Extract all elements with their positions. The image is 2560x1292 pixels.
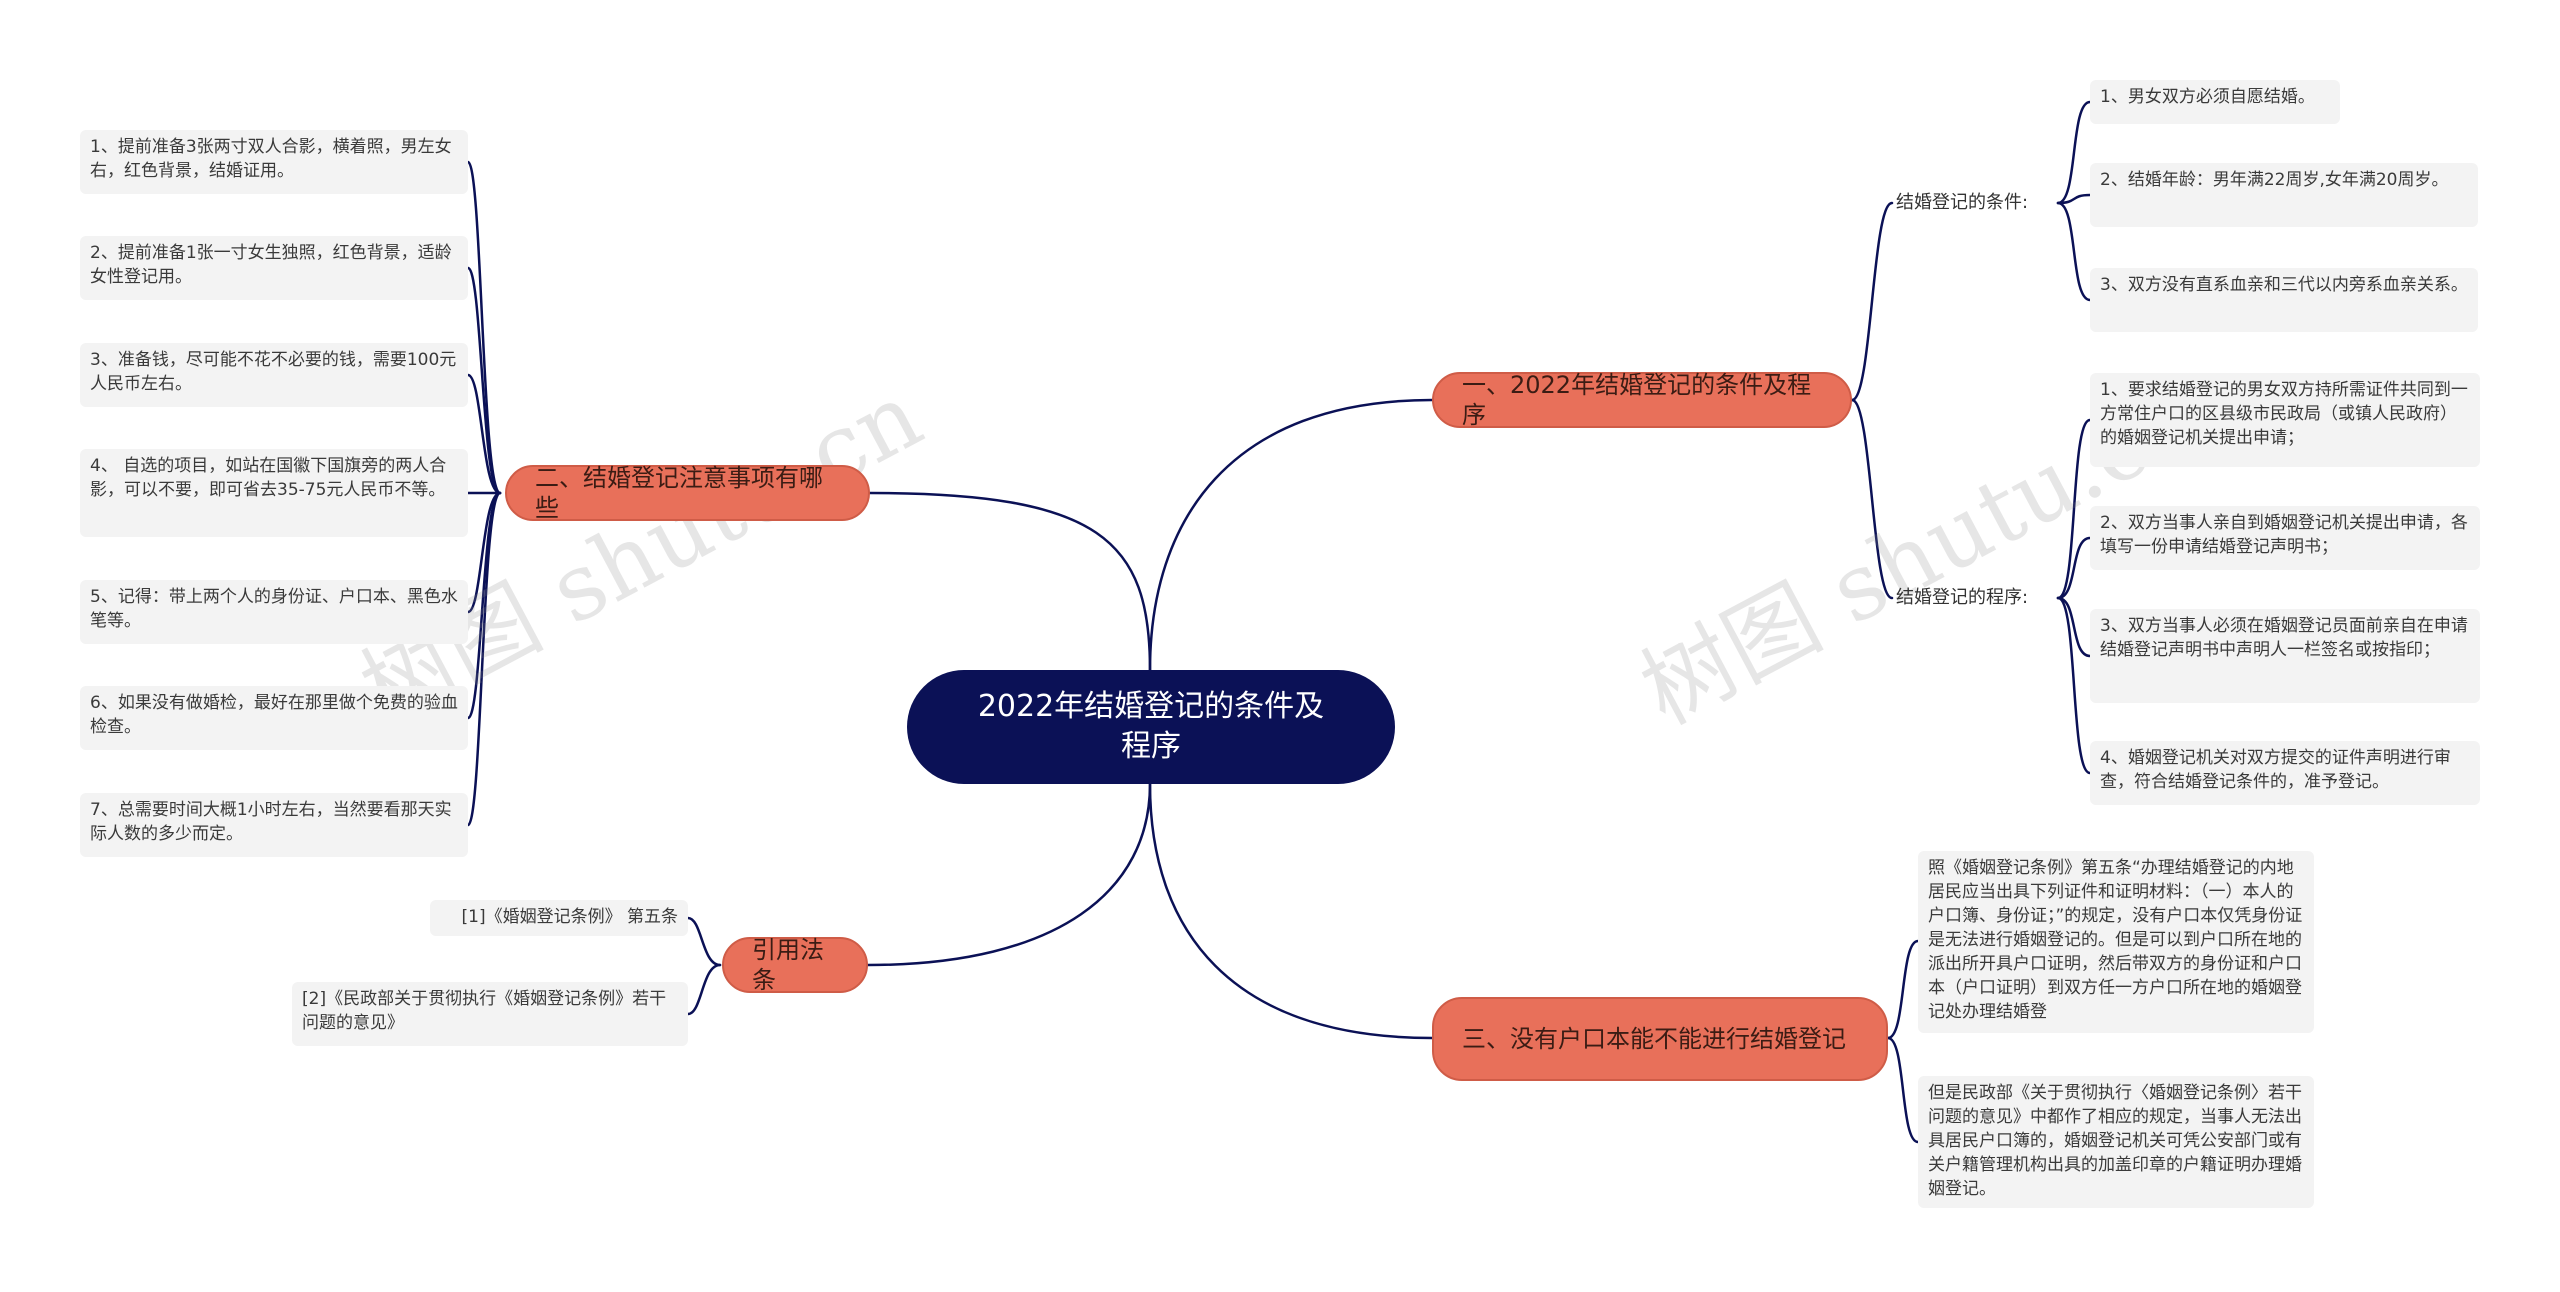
leaf-text: 2、提前准备1张一寸女生独照，红色背景，适龄女性登记用。 bbox=[90, 243, 452, 287]
link-hukou-1 bbox=[1886, 939, 1920, 1040]
branch-no-hukou[interactable]: 三、没有户口本能不能进行结婚登记 bbox=[1432, 997, 1888, 1081]
leaf-text: [2]《民政部关于贯彻执行《婚姻登记条例》若干问题的意见》 bbox=[302, 989, 667, 1033]
leaf-text: 3、双方当事人必须在婚姻登记员面前亲自在申请结婚登记声明书中声明人一栏签名或按指… bbox=[2100, 616, 2468, 660]
link-hukou-2 bbox=[1886, 1036, 1920, 1144]
leaf-text: 1、提前准备3张两寸双人合影，横着照，男左女右，红色背景，结婚证用。 bbox=[90, 137, 452, 181]
leaf-condition-3[interactable]: 3、双方没有直系血亲和三代以内旁系血亲关系。 bbox=[2090, 268, 2478, 332]
link-root-b2 bbox=[868, 491, 1152, 672]
root-title: 2022年结婚登记的条件及程序 bbox=[977, 689, 1325, 764]
leaf-note-7[interactable]: 7、总需要时间大概1小时左右，当然要看那天实际人数的多少而定。 bbox=[80, 793, 468, 857]
link-proc-1 bbox=[2056, 418, 2092, 600]
link-root-b4 bbox=[866, 782, 1152, 967]
sub-conditions-label[interactable]: 结婚登记的条件: bbox=[1896, 192, 2029, 213]
leaf-note-1[interactable]: 1、提前准备3张两寸双人合影，横着照，男左女右，红色背景，结婚证用。 bbox=[80, 130, 468, 194]
leaf-condition-1[interactable]: 1、男女双方必须自愿结婚。 bbox=[2090, 80, 2340, 124]
leaf-hukou-2[interactable]: 但是民政部《关于贯彻执行〈婚姻登记条例〉若干问题的意见》中都作了相应的规定，当事… bbox=[1918, 1076, 2314, 1208]
link-root-b3 bbox=[1148, 782, 1434, 1040]
link-note-2 bbox=[466, 266, 502, 495]
link-proc-3 bbox=[2056, 596, 2092, 658]
leaf-text: 1、男女双方必须自愿结婚。 bbox=[2100, 87, 2315, 107]
leaf-hukou-1[interactable]: 照《婚姻登记条例》第五条“办理结婚登记的内地居民应当出具下列证件和证明材料：（一… bbox=[1918, 851, 2314, 1033]
leaf-text: 但是民政部《关于贯彻执行〈婚姻登记条例〉若干问题的意见》中都作了相应的规定，当事… bbox=[1928, 1083, 2302, 1199]
branch-label: 引用法条 bbox=[752, 936, 824, 994]
leaf-procedure-1[interactable]: 1、要求结婚登记的男女双方持所需证件共同到一方常住户口的区县级市民政局（或镇人民… bbox=[2090, 373, 2480, 467]
link-ref-2 bbox=[686, 963, 722, 1016]
branch-label: 二、结婚登记注意事项有哪些 bbox=[535, 464, 823, 522]
leaf-note-4[interactable]: 4、 自选的项目，如站在国徽下国旗旁的两人合影，可以不要，即可省去35-75元人… bbox=[80, 449, 468, 537]
leaf-procedure-3[interactable]: 3、双方当事人必须在婚姻登记员面前亲自在申请结婚登记声明书中声明人一栏签名或按指… bbox=[2090, 609, 2480, 703]
link-proc-2 bbox=[2056, 536, 2092, 600]
link-b1-cond bbox=[1850, 201, 1894, 402]
leaf-text: [1]《婚姻登记条例》 第五条 bbox=[461, 907, 678, 927]
leaf-note-2[interactable]: 2、提前准备1张一寸女生独照，红色背景，适龄女性登记用。 bbox=[80, 236, 468, 300]
branch-notes[interactable]: 二、结婚登记注意事项有哪些 bbox=[505, 464, 870, 522]
link-note-1 bbox=[466, 160, 502, 495]
leaf-text: 照《婚姻登记条例》第五条“办理结婚登记的内地居民应当出具下列证件和证明材料：（一… bbox=[1928, 858, 2303, 1022]
branch-conditions-procedure[interactable]: 一、2022年结婚登记的条件及程序 bbox=[1432, 371, 1852, 429]
leaf-note-5[interactable]: 5、记得：带上两个人的身份证、户口本、黑色水笔等。 bbox=[80, 580, 468, 644]
link-note-5 bbox=[466, 491, 502, 614]
leaf-text: 4、 自选的项目，如站在国徽下国旗旁的两人合影，可以不要，即可省去35-75元人… bbox=[90, 456, 447, 500]
link-proc-4 bbox=[2056, 596, 2092, 775]
branch-references[interactable]: 引用法条 bbox=[722, 936, 868, 994]
leaf-text: 6、如果没有做婚检，最好在那里做个免费的验血检查。 bbox=[90, 693, 458, 737]
root-topic[interactable]: 2022年结婚登记的条件及程序 bbox=[907, 670, 1395, 784]
leaf-note-3[interactable]: 3、准备钱，尽可能不花不必要的钱，需要100元人民币左右。 bbox=[80, 343, 468, 407]
leaf-text: 5、记得：带上两个人的身份证、户口本、黑色水笔等。 bbox=[90, 587, 458, 631]
leaf-reference-2[interactable]: [2]《民政部关于贯彻执行《婚姻登记条例》若干问题的意见》 bbox=[292, 982, 688, 1046]
leaf-text: 3、双方没有直系血亲和三代以内旁系血亲关系。 bbox=[2100, 275, 2468, 295]
sub-procedure-label[interactable]: 结婚登记的程序: bbox=[1896, 587, 2029, 608]
leaf-procedure-4[interactable]: 4、婚姻登记机关对双方提交的证件声明进行审查，符合结婚登记条件的，准予登记。 bbox=[2090, 741, 2480, 805]
leaf-text: 7、总需要时间大概1小时左右，当然要看那天实际人数的多少而定。 bbox=[90, 800, 452, 844]
link-cond-3 bbox=[2056, 201, 2092, 302]
leaf-reference-1[interactable]: [1]《婚姻登记条例》 第五条 bbox=[430, 900, 688, 936]
leaf-condition-2[interactable]: 2、结婚年龄：男年满22周岁,女年满20周岁。 bbox=[2090, 163, 2478, 227]
link-cond-2 bbox=[2056, 193, 2092, 205]
leaf-text: 3、准备钱，尽可能不花不必要的钱，需要100元人民币左右。 bbox=[90, 350, 457, 394]
link-root-b1 bbox=[1148, 398, 1434, 672]
branch-label: 三、没有户口本能不能进行结婚登记 bbox=[1462, 1025, 1846, 1053]
link-note-7 bbox=[466, 491, 502, 827]
leaf-text: 4、婚姻登记机关对双方提交的证件声明进行审查，符合结婚登记条件的，准予登记。 bbox=[2100, 748, 2451, 792]
link-b1-proc bbox=[1850, 398, 1894, 600]
link-cond-1 bbox=[2056, 100, 2092, 205]
branch-label: 一、2022年结婚登记的条件及程序 bbox=[1462, 371, 1812, 429]
leaf-text: 2、双方当事人亲自到婚姻登记机关提出申请，各填写一份申请结婚登记声明书； bbox=[2100, 513, 2468, 557]
leaf-text: 2、结婚年龄：男年满22周岁,女年满20周岁。 bbox=[2100, 170, 2449, 190]
link-ref-1 bbox=[686, 916, 722, 967]
leaf-note-6[interactable]: 6、如果没有做婚检，最好在那里做个免费的验血检查。 bbox=[80, 686, 468, 750]
leaf-procedure-2[interactable]: 2、双方当事人亲自到婚姻登记机关提出申请，各填写一份申请结婚登记声明书； bbox=[2090, 506, 2480, 570]
leaf-text: 1、要求结婚登记的男女双方持所需证件共同到一方常住户口的区县级市民政局（或镇人民… bbox=[2100, 380, 2468, 448]
link-note-3 bbox=[466, 373, 502, 495]
